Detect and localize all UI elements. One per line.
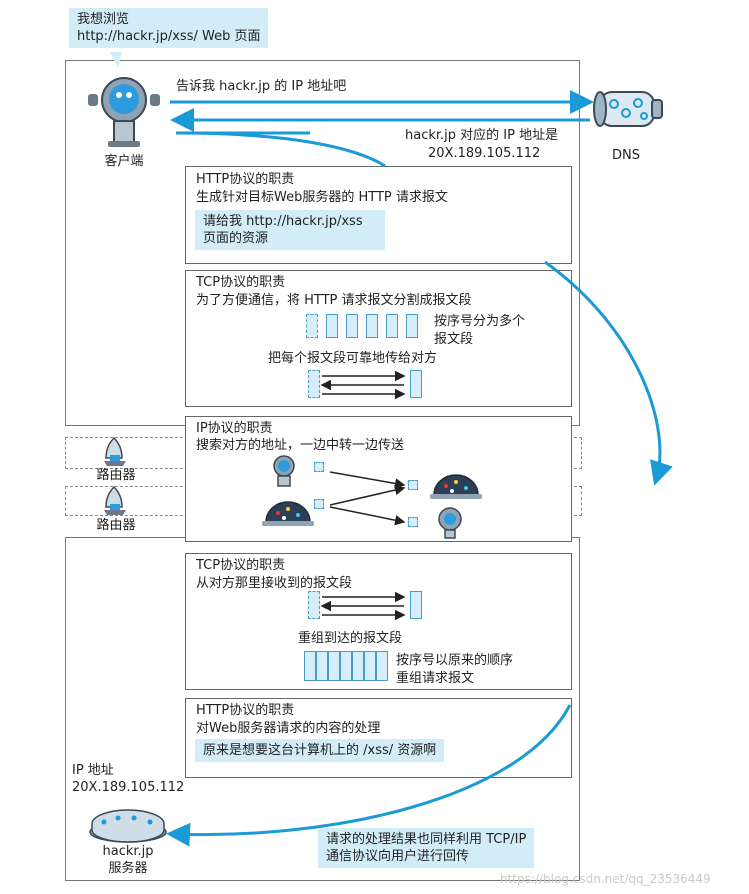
watermark: https://blog.csdn.net/qq_23536449 — [500, 872, 711, 886]
router-label-1: 路由器 — [96, 468, 136, 483]
segment — [340, 651, 352, 681]
dns-answer-line2: 20X.189.105.112 — [428, 146, 541, 161]
http-client-bubble-line2: 页面的资源 — [203, 231, 269, 246]
dns-query-text: 告诉我 hackr.jp 的 IP 地址吧 — [176, 79, 347, 94]
client-label: 客户端 — [104, 154, 144, 169]
http-server-desc: 对Web服务器请求的内容的处理 — [196, 721, 381, 736]
tcp-server-desc: 从对方那里接收到的报文段 — [196, 576, 353, 591]
tcp-client-panel — [185, 270, 572, 407]
ip-packet-2 — [408, 480, 418, 490]
ip-packet-1 — [314, 462, 324, 472]
client-bubble-line2: http://hackr.jp/xss/ Web 页面 — [77, 29, 261, 44]
segment — [406, 314, 418, 338]
segment — [316, 651, 328, 681]
tcp-server-order-line2: 重组请求报文 — [396, 671, 475, 686]
tcp-client-desc: 为了方便通信，将 HTTP 请求报文分割成报文段 — [196, 293, 472, 308]
ip-routing-arrows — [329, 471, 406, 526]
segment — [364, 651, 376, 681]
http-server-panel — [185, 698, 572, 778]
http-server-bubble: 原来是想要这台计算机上的 /xss/ 资源啊 — [195, 739, 445, 762]
tcp-server-sender-segment — [308, 591, 320, 619]
request-curve-right — [544, 260, 673, 486]
tcp-server-reassemble: 重组到达的报文段 — [298, 631, 403, 646]
ip-dome-icon-1 — [430, 474, 482, 499]
tcp-server-order-line1: 按序号以原来的顺序 — [396, 653, 514, 668]
ip-dome-icon-2 — [262, 501, 314, 526]
tcp-client-reliable: 把每个报文段可靠地传给对方 — [268, 351, 438, 366]
tcp-server-receiver-segment — [410, 591, 422, 619]
http-client-bubble-line1: 请给我 http://hackr.jp/xss — [203, 214, 363, 229]
ip-panel — [185, 416, 572, 542]
tcp-server-exchange-arrows — [320, 591, 406, 621]
ip-packet-3 — [314, 499, 324, 509]
bubble-tail — [110, 52, 122, 68]
ip-robot-icon — [273, 455, 295, 487]
client-robot-icon — [88, 77, 160, 147]
segment — [306, 314, 318, 338]
result-bubble: 请求的处理结果也同样利用 TCP/IP 通信协议向用户进行回传 — [318, 828, 535, 868]
dns-answer-line1: hackr.jp 对应的 IP 地址是 — [405, 128, 559, 143]
segment — [366, 314, 378, 338]
http-server-title: HTTP协议的职责 — [196, 703, 295, 718]
segment — [304, 651, 316, 681]
tcp-client-sender-segment — [308, 370, 320, 398]
segment — [386, 314, 398, 338]
result-bubble-line1: 请求的处理结果也同样利用 TCP/IP — [326, 832, 527, 847]
client-speech-bubble: 我想浏览 http://hackr.jp/xss/ Web 页面 — [69, 8, 269, 48]
response-curve — [166, 704, 572, 847]
http-client-title: HTTP协议的职责 — [196, 172, 295, 187]
tcp-client-title: TCP协议的职责 — [196, 275, 286, 290]
ip-server-robot-icon — [438, 507, 462, 539]
tcp-server-title: TCP协议的职责 — [196, 558, 286, 573]
result-bubble-line2: 通信协议向用户进行回传 — [326, 849, 470, 864]
server-ip-label: IP 地址 — [72, 763, 114, 778]
router-label-2: 路由器 — [96, 518, 136, 533]
segment — [346, 314, 358, 338]
router-icon-1 — [104, 436, 126, 466]
http-client-desc: 生成针对目标Web服务器的 HTTP 请求报文 — [196, 190, 448, 205]
dns-server-icon — [593, 91, 663, 127]
tcp-client-receiver-segment — [410, 370, 422, 398]
tcp-client-seq-line1: 按序号分为多个 — [434, 314, 526, 329]
hackr-server-icon — [89, 809, 167, 843]
http-client-request-bubble: 请给我 http://hackr.jp/xss 页面的资源 — [195, 210, 385, 250]
server-ip-value: 20X.189.105.112 — [72, 780, 185, 795]
server-name-line1: hackr.jp — [102, 844, 154, 859]
segment — [328, 651, 340, 681]
router-icon-2 — [104, 485, 126, 515]
ip-desc: 搜索对方的地址，一边中转一边传送 — [196, 438, 405, 453]
segment — [376, 651, 388, 681]
segment — [326, 314, 338, 338]
tcp-client-exchange-arrows — [320, 370, 406, 400]
server-name-line2: 服务器 — [108, 861, 148, 876]
ip-packet-4 — [408, 517, 418, 527]
segment — [352, 651, 364, 681]
client-bubble-line1: 我想浏览 — [77, 12, 130, 27]
dns-label: DNS — [612, 148, 640, 163]
request-curve-top — [175, 131, 386, 168]
tcp-client-seq-line2: 报文段 — [434, 332, 474, 347]
ip-title: IP协议的职责 — [196, 421, 273, 436]
